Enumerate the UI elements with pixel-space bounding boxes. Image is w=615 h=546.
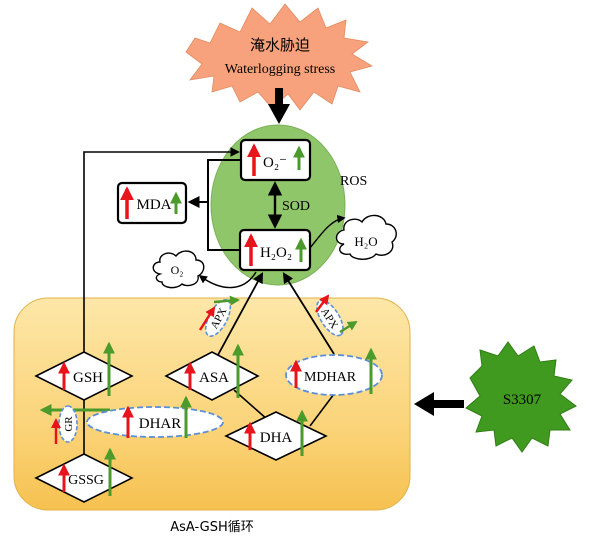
sod-label: SOD <box>282 199 310 214</box>
asa-to-h2o2-arrow <box>211 272 264 367</box>
s3307-burst <box>465 341 577 453</box>
s3307-arrow <box>414 392 464 416</box>
apx-left-up-arrow <box>198 306 216 331</box>
apx-right-badge: APX <box>316 299 344 337</box>
oxygen-label: O₂ <box>171 263 184 277</box>
dha-to-mdhar-line <box>309 393 335 427</box>
oxygen-cloud: O₂ <box>152 250 205 289</box>
gr-badge: GR <box>58 405 78 443</box>
asa-to-dha-line <box>233 389 269 421</box>
water-label: H₂O <box>354 234 377 249</box>
mda-label: MDA <box>136 197 171 213</box>
ros-label: ROS <box>340 174 367 189</box>
gr-label: GR <box>63 416 75 432</box>
apx-right-up-arrow <box>315 294 330 313</box>
stress-arrow <box>268 88 290 124</box>
apx-right-green-arrow <box>339 320 358 334</box>
mdhar-label: MDHAR <box>304 370 357 385</box>
stress-title-zh: 淹水胁迫 <box>250 36 310 54</box>
mdhar-badge: MDHAR <box>285 354 383 396</box>
dha-label: DHA <box>260 430 293 446</box>
cycle-caption: AsA-GSH循环 <box>170 520 254 535</box>
stress-title-en: Waterlogging stress <box>225 62 335 77</box>
h2o2-to-water-arc <box>309 214 346 249</box>
gssg-label: GSSG <box>68 473 104 488</box>
ros-to-mda-connector <box>190 159 240 251</box>
gsh-label: GSH <box>73 370 103 386</box>
h2o2-to-oxygen-arc <box>198 271 257 289</box>
dhar-badge: DHAR <box>86 406 224 438</box>
superoxide-label: O₂⁻ <box>263 155 287 171</box>
stress-burst <box>185 3 374 111</box>
s3307-label: S3307 <box>503 392 542 408</box>
water-cloud: H₂O <box>335 214 397 260</box>
asa-label: ASA <box>199 370 229 386</box>
dhar-label: DHAR <box>139 416 182 432</box>
mdhar-to-h2o2-arrow <box>282 272 335 355</box>
mda-box: MDA <box>116 181 188 225</box>
hydrogen-peroxide-label: H₂O₂ <box>260 245 292 261</box>
gsh-to-superoxide-line <box>83 147 240 370</box>
apx-left-green-arrow <box>213 295 240 306</box>
